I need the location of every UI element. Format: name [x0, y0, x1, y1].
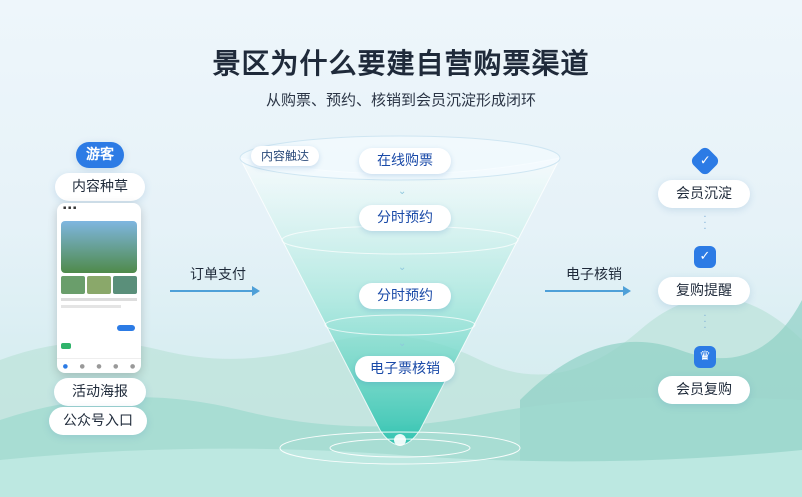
visitor-tag: 游客 [76, 142, 124, 168]
e-verification-arrow [545, 286, 631, 296]
phone-status-bar: ▪ ▪ ▪ [63, 205, 77, 211]
member-retention-pill: 会员沉淀 [658, 180, 750, 208]
e-verification-label: 电子核销 [566, 267, 622, 283]
event-poster-pill: 活动海报 [54, 378, 146, 406]
connector-dots: ··· [703, 311, 707, 334]
scenic-photo [61, 221, 137, 273]
page-subtitle: 从购票、预约、核销到会员沉淀形成闭环 [265, 91, 536, 109]
phone-button [117, 325, 135, 331]
content-reach-label: 内容触达 [251, 146, 319, 166]
phone-tab-bar: ●●●●● [57, 358, 141, 373]
crown-icon: ♛ [694, 346, 716, 368]
member-repurchase-pill: 会员复购 [658, 376, 750, 404]
photo-thumbnails [61, 276, 137, 294]
funnel-stage-online-ticketing: 在线购票 [359, 148, 451, 174]
order-payment-label: 订单支付 [190, 267, 246, 283]
calendar-check-icon: ✓ [694, 246, 716, 268]
order-payment-arrow [170, 286, 260, 296]
repurchase-reminder-pill: 复购提醒 [658, 277, 750, 305]
content-seeding-pill: 内容种草 [55, 173, 145, 201]
funnel-stage-timed-reservation-2: 分时预约 [359, 283, 451, 309]
funnel-stage-e-ticket-verification: 电子票核销 [355, 356, 455, 382]
mini-program-phone-mockup: ▪ ▪ ▪ ●●●●● [57, 203, 141, 373]
page-title: 景区为什么要建自营购票渠道 [212, 47, 590, 80]
connector-dots: ··· [703, 212, 707, 235]
chevron-down-icon: ⌄ [398, 338, 407, 349]
phone-tag [61, 343, 71, 349]
chevron-down-icon: ⌄ [398, 262, 407, 273]
chevron-down-icon: ⌄ [398, 186, 407, 197]
funnel-stage-timed-reservation-1: 分时预约 [359, 205, 451, 231]
official-account-pill: 公众号入口 [49, 407, 147, 435]
